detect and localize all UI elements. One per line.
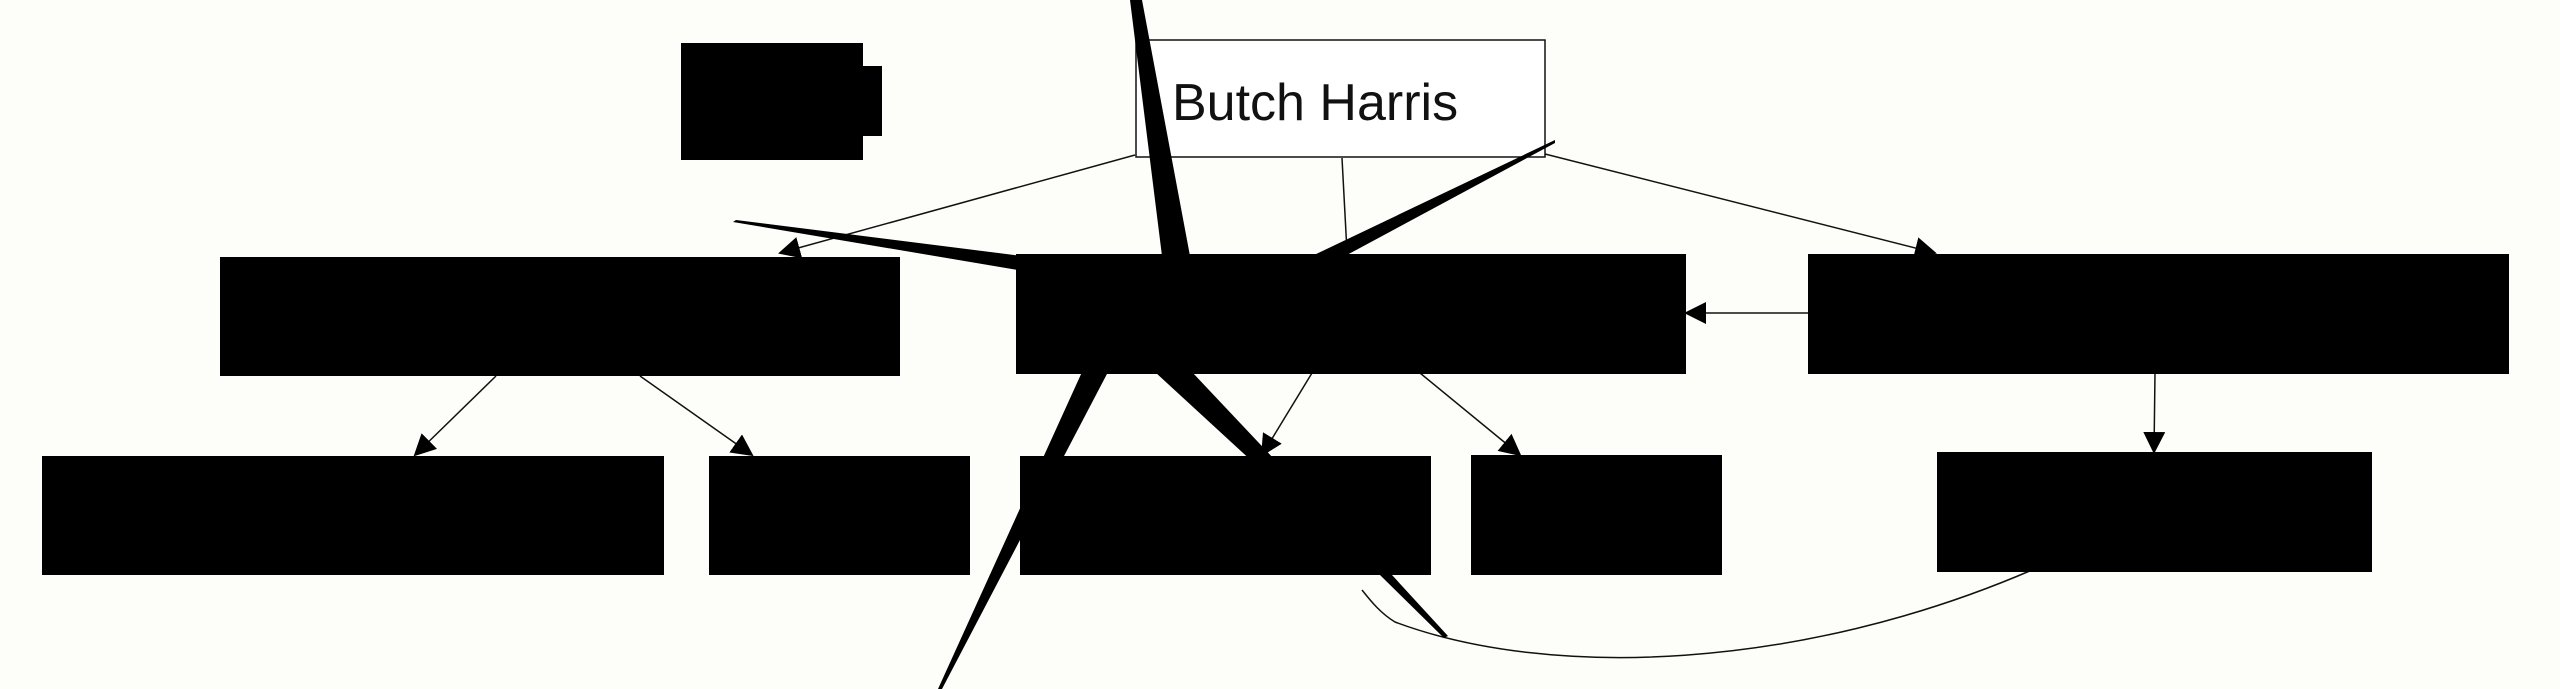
edge-bottom-5-to-bottom-3-curve (1361, 569, 2033, 659)
node-top-left-block[interactable] (681, 43, 882, 160)
wedge-top-down (1130, 0, 1190, 256)
node-mid-right[interactable] (1808, 254, 2509, 374)
edge-mid-left-to-bottom-1 (413, 375, 497, 457)
node-mid-left[interactable] (220, 257, 900, 376)
root-node-box[interactable] (1135, 39, 1546, 158)
connector-lines (413, 153, 2166, 659)
wedge-from-left (733, 220, 1022, 270)
wedge-down-right (1155, 372, 1275, 464)
edge-mid-center-to-bottom-4 (1419, 372, 1522, 457)
wedge-connectors (733, 0, 1555, 689)
edge-root-to-mid-center (1341, 157, 1352, 253)
node-bottom-5[interactable] (1937, 452, 2372, 572)
edge-mid-left-to-bottom-2 (639, 375, 754, 457)
node-blocks (42, 43, 2509, 575)
root-node-label: Butch Harris (1172, 74, 1458, 132)
wedge-to-right (1312, 140, 1555, 256)
edge-mid-right-to-bottom-5 (2143, 372, 2166, 454)
node-bottom-3[interactable] (1020, 456, 1431, 575)
node-mid-center[interactable] (1016, 254, 1686, 374)
node-bottom-1[interactable] (42, 456, 664, 575)
edge-root-to-mid-right (1544, 153, 1937, 259)
edge-mid-center-to-bottom-3 (1260, 372, 1313, 457)
wedge-lower-right-tail (1380, 575, 1448, 638)
node-bottom-4[interactable] (1471, 455, 1722, 575)
node-bottom-2[interactable] (709, 456, 970, 575)
wedge-down-left (938, 372, 1108, 689)
